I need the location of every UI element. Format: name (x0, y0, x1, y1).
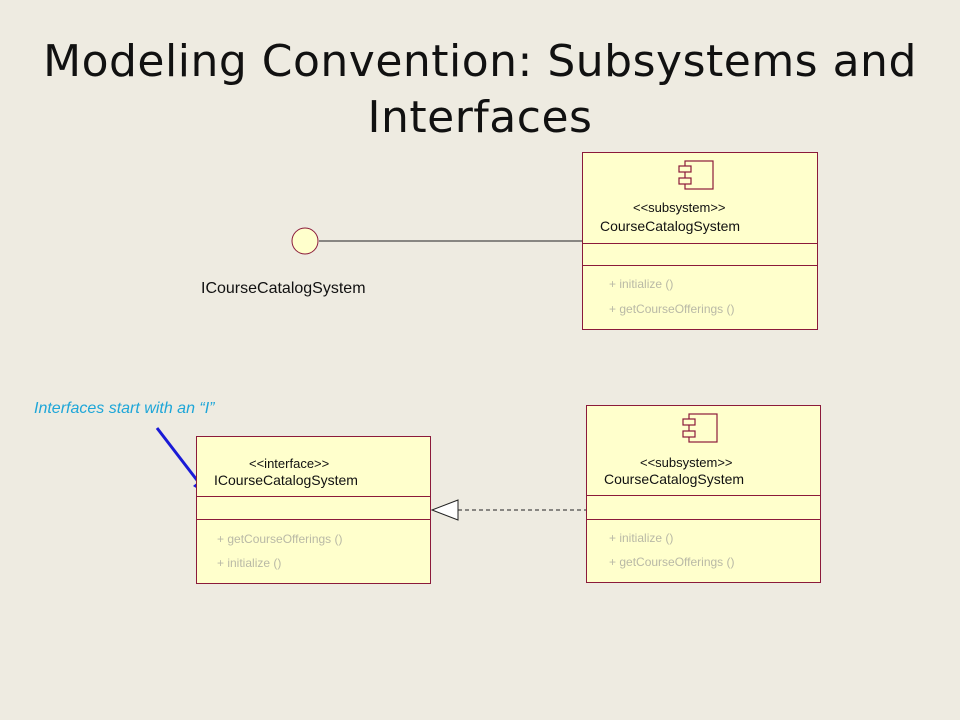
top-subsystem-divider-1 (583, 243, 817, 244)
interface-box-divider-1 (197, 496, 430, 497)
bottom-subsystem-stereotype: <<subsystem>> (640, 455, 733, 470)
bottom-subsystem-divider-2 (587, 519, 820, 520)
slide-title: Modeling Convention: Subsystems and Inte… (40, 34, 920, 146)
slide-title-line-1: Modeling Convention: Subsystems and (43, 36, 917, 87)
bottom-subsystem-divider-1 (587, 495, 820, 496)
note-pointer-arrow-line (155, 427, 205, 489)
interface-box[interactable]: <<interface>> ICourseCatalogSystem + get… (196, 436, 431, 584)
interface-box-stereotype: <<interface>> (249, 456, 330, 471)
lollipop-circle-icon (291, 227, 319, 255)
top-subsystem-stereotype: <<subsystem>> (633, 200, 726, 215)
interface-box-name: ICourseCatalogSystem (214, 472, 358, 488)
top-subsystem-box[interactable]: <<subsystem>> CourseCatalogSystem + init… (582, 152, 818, 330)
top-subsystem-operation: + getCourseOfferings () (609, 302, 735, 316)
bottom-subsystem-operation: + initialize () (609, 531, 674, 545)
slide-title-line-2: Interfaces (367, 92, 593, 143)
hollow-triangle-arrowhead (430, 499, 459, 521)
component-icon (682, 413, 718, 443)
interface-box-operation: + getCourseOfferings () (217, 532, 343, 546)
bottom-subsystem-operation: + getCourseOfferings () (609, 555, 735, 569)
top-subsystem-divider-2 (583, 265, 817, 266)
bottom-subsystem-box[interactable]: <<subsystem>> CourseCatalogSystem + init… (586, 405, 821, 583)
top-subsystem-name: CourseCatalogSystem (600, 218, 741, 234)
bottom-subsystem-name: CourseCatalogSystem (604, 471, 745, 487)
top-interface-label: ICourseCatalogSystem (201, 280, 366, 297)
top-subsystem-operation: + initialize () (609, 277, 674, 291)
interface-box-operation: + initialize () (217, 556, 282, 570)
component-icon (678, 160, 714, 190)
interface-box-divider-2 (197, 519, 430, 520)
interface-naming-note: Interfaces start with an “I” (34, 400, 215, 417)
